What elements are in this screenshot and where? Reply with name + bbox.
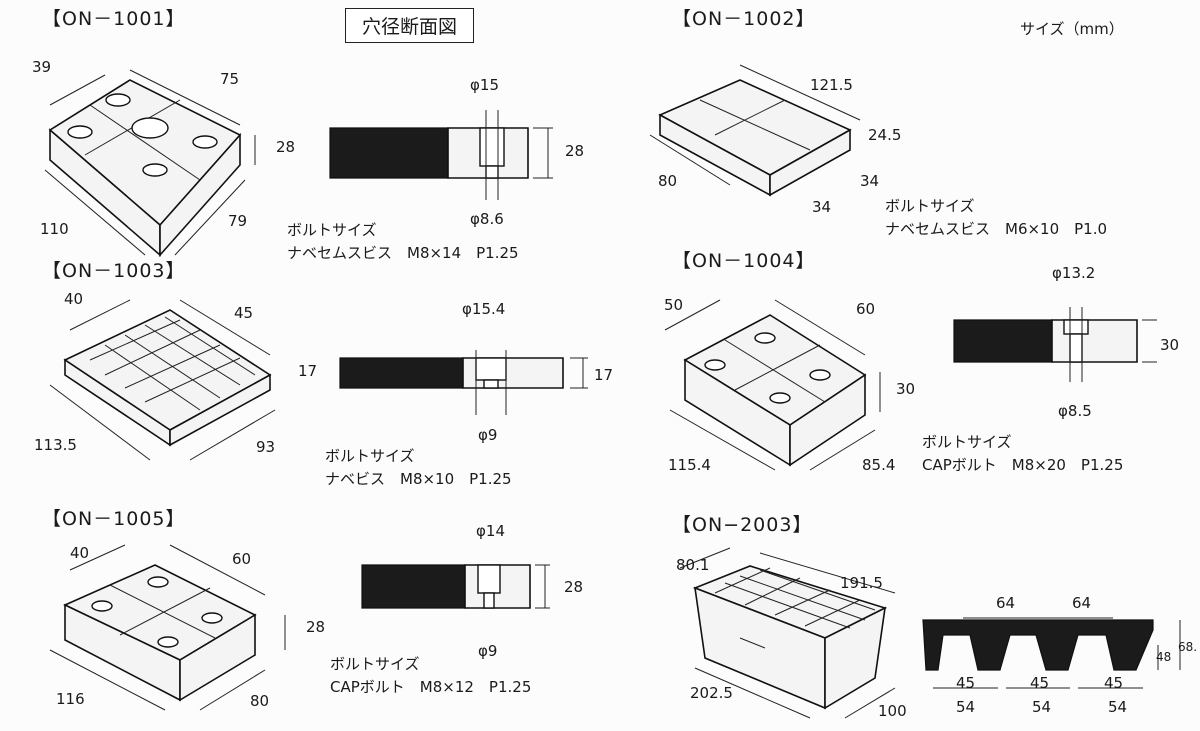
on1005-section-drawing	[361, 564, 550, 609]
on1003-dim-2: 17	[298, 362, 318, 380]
on1001-section-height: 28	[565, 142, 585, 160]
on1001-dim-1: 75	[220, 70, 240, 88]
on2003-dim-2: 202.5	[690, 684, 733, 702]
on1002-dim-1: 24.5	[868, 126, 902, 144]
on1004-dim-1: 60	[856, 300, 876, 318]
on1001-dim-4: 79	[228, 212, 248, 230]
on2003-outer-2: 54	[1108, 698, 1128, 716]
on2003-inner-0: 45	[956, 674, 976, 692]
on2003-height-1: 68.	[1178, 640, 1198, 654]
on1004-bolt-title: ボルトサイズ	[922, 433, 1012, 451]
on1002-bolt-spec: ナベセムスビス M6×10 P1.0	[885, 220, 1108, 238]
on2003-height-0: 48	[1156, 650, 1172, 664]
on1005-bolt-title: ボルトサイズ	[330, 655, 420, 673]
on1001-section-top: φ15	[470, 76, 499, 94]
on1005-dim-2: 28	[306, 618, 326, 636]
on1003-dim-4: 93	[256, 438, 276, 456]
on2003-dim-0: 80.1	[676, 556, 710, 574]
on1001-section-drawing	[329, 110, 553, 200]
on1005-section-height: 28	[564, 578, 584, 596]
on2003-inner-2: 45	[1104, 674, 1124, 692]
on1001-bolt-title: ボルトサイズ	[287, 221, 377, 239]
on1005-dim-0: 40	[70, 544, 90, 562]
on1003-bolt-spec: ナベビス M8×10 P1.25	[325, 470, 512, 488]
on1004-dim-0: 50	[664, 296, 684, 314]
on1002-bolt-title: ボルトサイズ	[885, 197, 975, 215]
on1005-dim-1: 60	[232, 550, 252, 568]
on2003-pitch-0: 64	[996, 594, 1016, 612]
on1001-dim-2: 28	[276, 138, 296, 156]
size-unit-note: サイズ（mm）	[1020, 20, 1124, 38]
product-code-on1002: 【ON－1002】	[672, 8, 816, 30]
on1001-pad-drawing	[44, 69, 256, 258]
on1002-dim-4: 34	[812, 198, 832, 216]
on2003-dim-1: 191.5	[840, 574, 883, 592]
on1003-dim-3: 113.5	[34, 436, 77, 454]
on1003-pad-drawing	[49, 299, 276, 461]
on2003-pad-drawing	[679, 547, 896, 719]
on2003-pitch-1: 64	[1072, 594, 1092, 612]
on1003-section-bottom: φ9	[478, 426, 498, 444]
on1004-dim-2: 30	[896, 380, 916, 398]
on1003-section-drawing	[339, 350, 588, 415]
on2003-inner-1: 45	[1030, 674, 1050, 692]
product-code-on1001: 【ON－1001】	[42, 8, 186, 30]
on1003-section-top: φ15.4	[462, 300, 506, 318]
on1002-dim-2: 80	[658, 172, 678, 190]
section-diagram-label: 穴径断面図	[345, 8, 475, 43]
on1001-section-bottom: φ8.6	[470, 210, 504, 228]
on1004-pad-drawing	[664, 299, 881, 471]
on1004-dim-4: 85.4	[862, 456, 896, 474]
on1004-section-top: φ13.2	[1052, 264, 1096, 282]
product-code-on2003: 【ON−2003】	[672, 514, 813, 536]
on1005-dim-3: 116	[56, 690, 85, 708]
on1005-section-top: φ14	[476, 522, 505, 540]
on1002-dim-3: 34	[860, 172, 880, 190]
on1003-bolt-title: ボルトサイズ	[325, 447, 415, 465]
on2003-dim-3: 100	[878, 702, 907, 720]
on1005-dim-4: 80	[250, 692, 270, 710]
product-code-on1003: 【ON－1003】	[42, 260, 186, 282]
on1004-section-bottom: φ8.5	[1058, 402, 1092, 420]
on1004-section-drawing	[953, 307, 1157, 382]
on1002-pad-drawing	[649, 64, 861, 197]
on1004-bolt-spec: CAPボルト M8×20 P1.25	[922, 456, 1124, 474]
on1005-section-bottom: φ9	[478, 642, 498, 660]
on2003-outer-0: 54	[956, 698, 976, 716]
on1003-section-height: 17	[594, 366, 614, 384]
on1001-dim-3: 110	[40, 220, 69, 238]
on1005-pad-drawing	[49, 544, 286, 711]
on1001-dim-0: 39	[32, 58, 52, 76]
on1004-dim-3: 115.4	[668, 456, 711, 474]
on1003-dim-1: 45	[234, 304, 254, 322]
on2003-section-drawing	[922, 617, 1181, 689]
on1004-section-height: 30	[1160, 336, 1180, 354]
on2003-outer-1: 54	[1032, 698, 1052, 716]
on1003-dim-0: 40	[64, 290, 84, 308]
on1001-bolt-spec: ナベセムスビス M8×14 P1.25	[287, 244, 519, 262]
product-code-on1004: 【ON－1004】	[672, 250, 816, 272]
on1005-bolt-spec: CAPボルト M8×12 P1.25	[330, 678, 532, 696]
product-code-on1005: 【ON－1005】	[42, 508, 186, 530]
on1002-dim-0: 121.5	[810, 76, 853, 94]
